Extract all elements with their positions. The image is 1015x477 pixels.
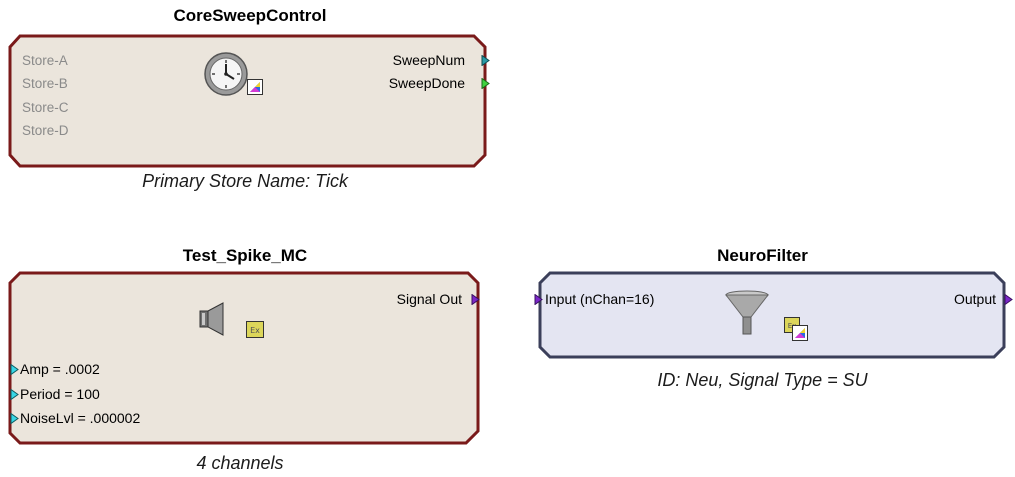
block-title: CoreSweepControl (173, 6, 327, 25)
block-caption: ID: Neu, Signal Type = SU (657, 370, 868, 390)
output-port[interactable] (1003, 294, 1013, 305)
block-title: NeuroFilter (717, 246, 808, 265)
input-label-store-d: Store-D (22, 123, 69, 138)
noiselvl-input-port[interactable] (10, 413, 20, 424)
signal-out-port[interactable] (470, 294, 480, 305)
color-badge-icon (247, 79, 263, 100)
sweepdone-output-port[interactable] (480, 78, 490, 89)
sweepnum-output-port[interactable] (480, 55, 490, 66)
test-spike-mc-block[interactable]: Test_Spike_MC Ex Signal Out Amp = .0002 … (0, 242, 500, 477)
param-period: Period = 100 (20, 386, 100, 402)
funnel-icon (724, 290, 770, 341)
period-input-port[interactable] (10, 389, 20, 400)
output-label-signal-out: Signal Out (396, 291, 462, 307)
amp-input-port[interactable] (10, 364, 20, 375)
ex-color-badge-icon: Ex (784, 317, 808, 346)
output-label: Output (953, 291, 996, 307)
block-body (8, 271, 480, 446)
block-caption: 4 channels (196, 453, 284, 473)
output-label-sweepnum: SweepNum (392, 52, 465, 68)
output-label-sweepdone: SweepDone (388, 75, 465, 91)
param-noiselvl: NoiseLvl = .000002 (20, 410, 141, 426)
speaker-icon (199, 302, 229, 341)
neurofilter-block[interactable]: NeuroFilter Input (nChan=16) Ex Output I… (520, 242, 1015, 402)
clock-icon (203, 51, 249, 102)
input-label: Input (nChan=16) (545, 291, 655, 307)
param-amp: Amp = .0002 (20, 361, 100, 377)
block-body (8, 34, 488, 168)
input-port[interactable] (534, 294, 544, 305)
input-label-store-a: Store-A (22, 53, 68, 68)
ex-badge-icon: Ex (246, 321, 264, 343)
input-label-store-c: Store-C (22, 100, 69, 115)
core-sweep-control-block[interactable]: CoreSweepControl Store-A Store-B Store-C… (0, 0, 500, 200)
input-label-store-b: Store-B (22, 76, 68, 91)
block-body (538, 271, 1008, 360)
block-caption: Primary Store Name: Tick (142, 171, 348, 191)
svg-text:Ex: Ex (250, 326, 260, 335)
block-title: Test_Spike_MC (182, 246, 308, 265)
